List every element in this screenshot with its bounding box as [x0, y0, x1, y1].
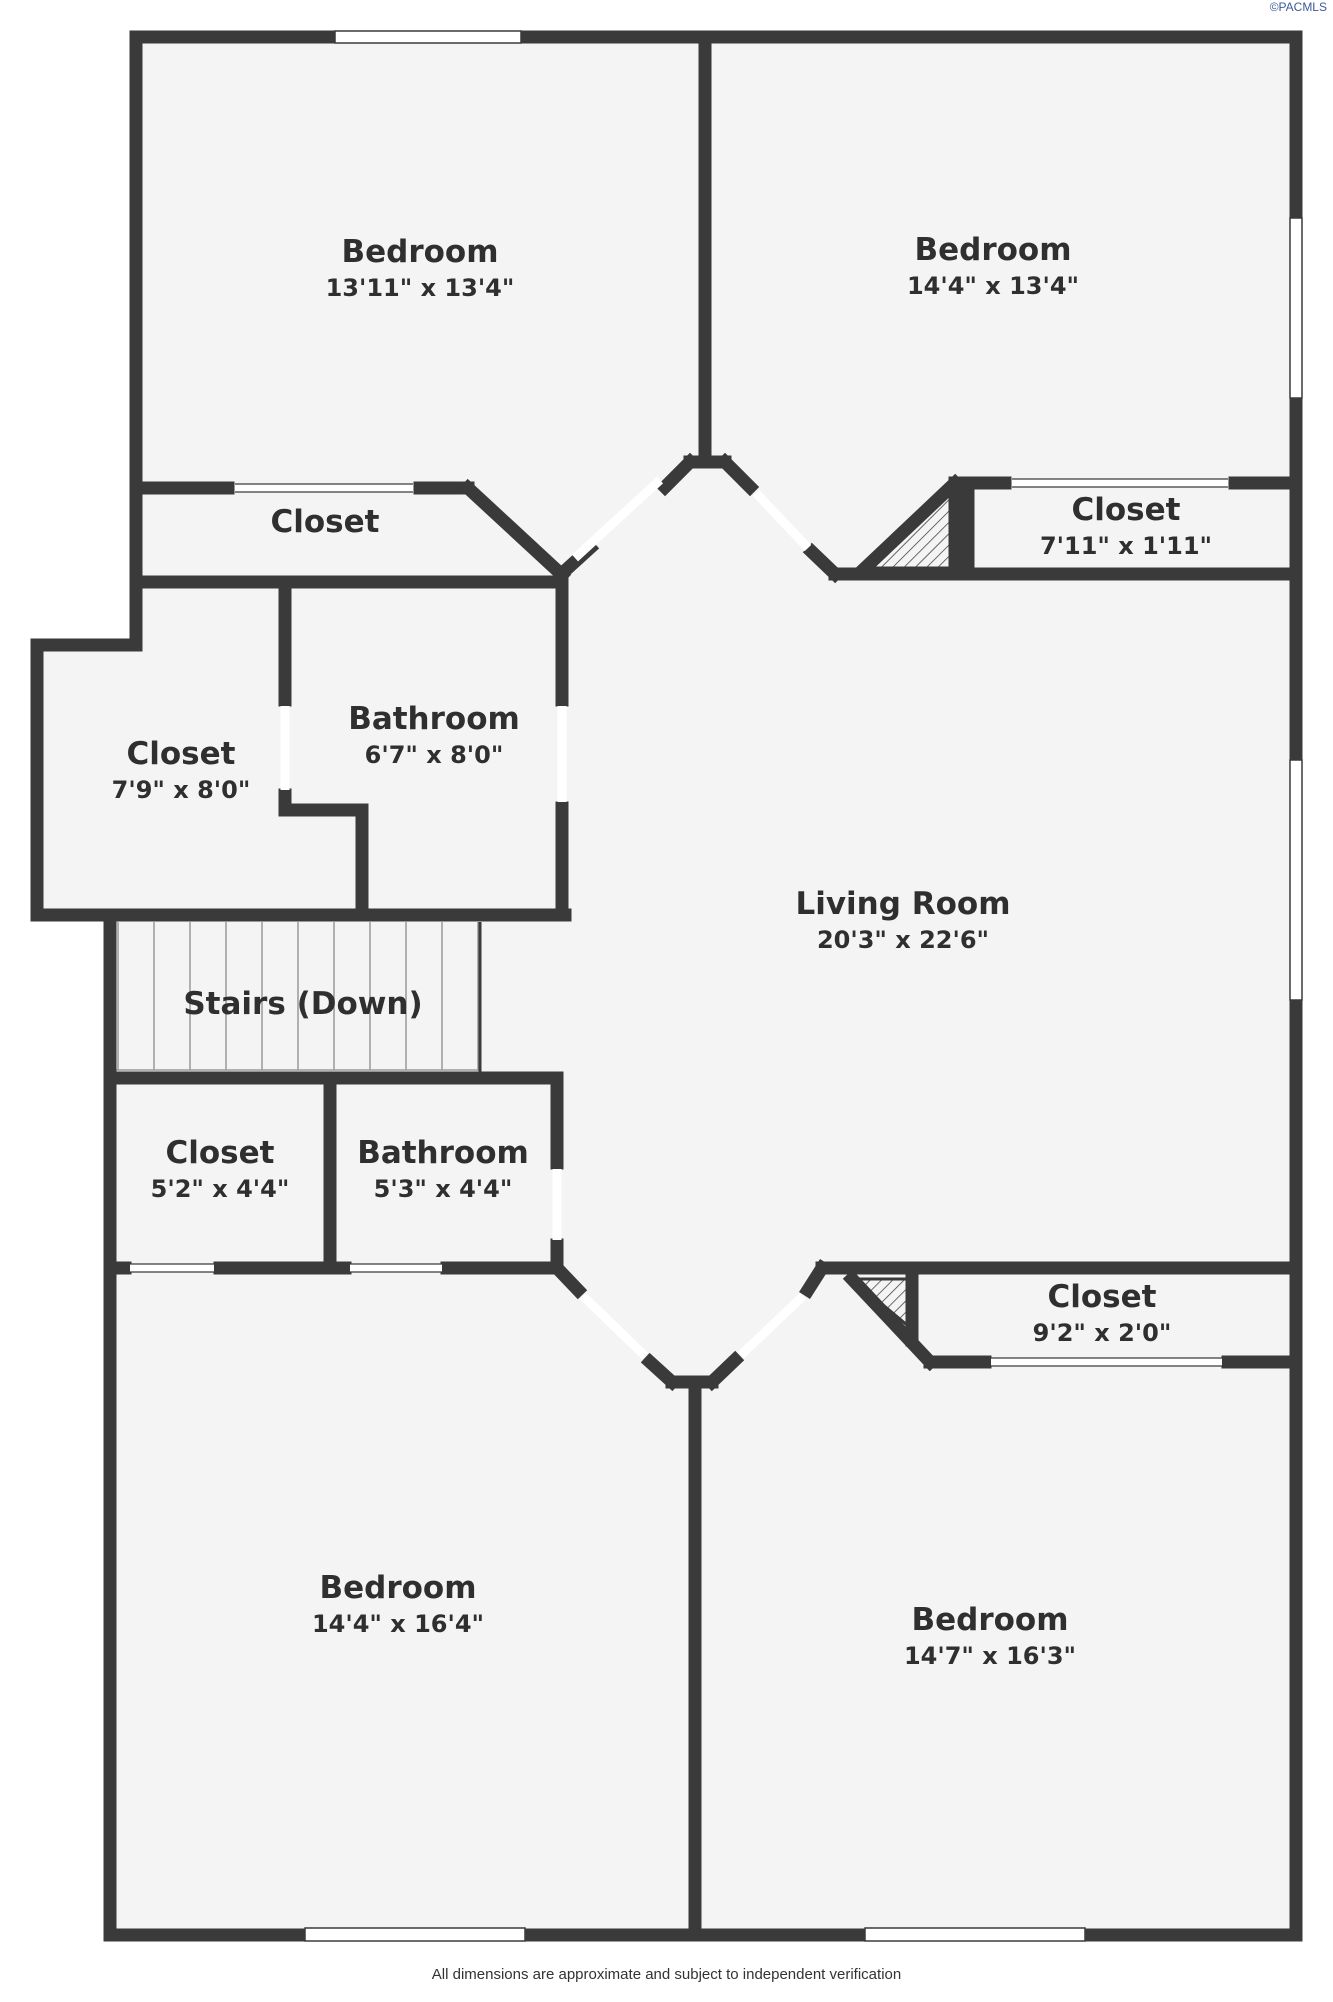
room-dims-bedroom-top-right: 14'4" x 13'4" [907, 272, 1079, 300]
room-name-bedroom-top-right: Bedroom [914, 232, 1071, 268]
room-labels: Bedroom 13'11" x 13'4" Bedroom 14'4" x 1… [112, 232, 1212, 1670]
room-name-bedroom-top-left: Bedroom [341, 234, 498, 270]
room-dims-closet-top-right: 7'11" x 1'11" [1040, 532, 1212, 560]
room-dims-bathroom-lower: 5'3" x 4'4" [374, 1175, 513, 1203]
footer-note: All dimensions are approximate and subje… [431, 1966, 902, 1983]
room-name-closet-bottom-right: Closet [1048, 1279, 1157, 1315]
room-dims-living-room: 20'3" x 22'6" [817, 926, 989, 954]
room-dims-closet-small: 5'2" x 4'4" [151, 1175, 290, 1203]
room-name-living-room: Living Room [795, 886, 1010, 922]
room-dims-closet-left: 7'9" x 8'0" [112, 776, 251, 804]
room-name-bedroom-bottom-left: Bedroom [319, 1570, 476, 1606]
watermark: ©PACMLS [1269, 0, 1327, 14]
room-name-closet-left: Closet [127, 736, 236, 772]
room-dims-bathroom-upper: 6'7" x 8'0" [365, 741, 504, 769]
room-name-closet-small: Closet [166, 1135, 275, 1171]
room-name-bathroom-lower: Bathroom [357, 1135, 529, 1171]
room-dims-bedroom-bottom-right: 14'7" x 16'3" [904, 1642, 1076, 1670]
room-name-closet-top-right: Closet [1072, 492, 1181, 528]
room-dims-bedroom-top-left: 13'11" x 13'4" [326, 274, 515, 302]
windows [304, 30, 1303, 1942]
room-name-bathroom-upper: Bathroom [348, 701, 520, 737]
room-dims-bedroom-bottom-left: 14'4" x 16'4" [312, 1610, 484, 1638]
room-name-closet-top-left: Closet [271, 504, 380, 540]
stairs-treads [110, 922, 482, 1078]
room-name-stairs: Stairs (Down) [183, 986, 422, 1022]
room-dims-closet-bottom-right: 9'2" x 2'0" [1033, 1319, 1172, 1347]
door-openings [130, 476, 1228, 1367]
room-name-bedroom-bottom-right: Bedroom [911, 1602, 1068, 1638]
door-opening-edges [130, 478, 1228, 1367]
